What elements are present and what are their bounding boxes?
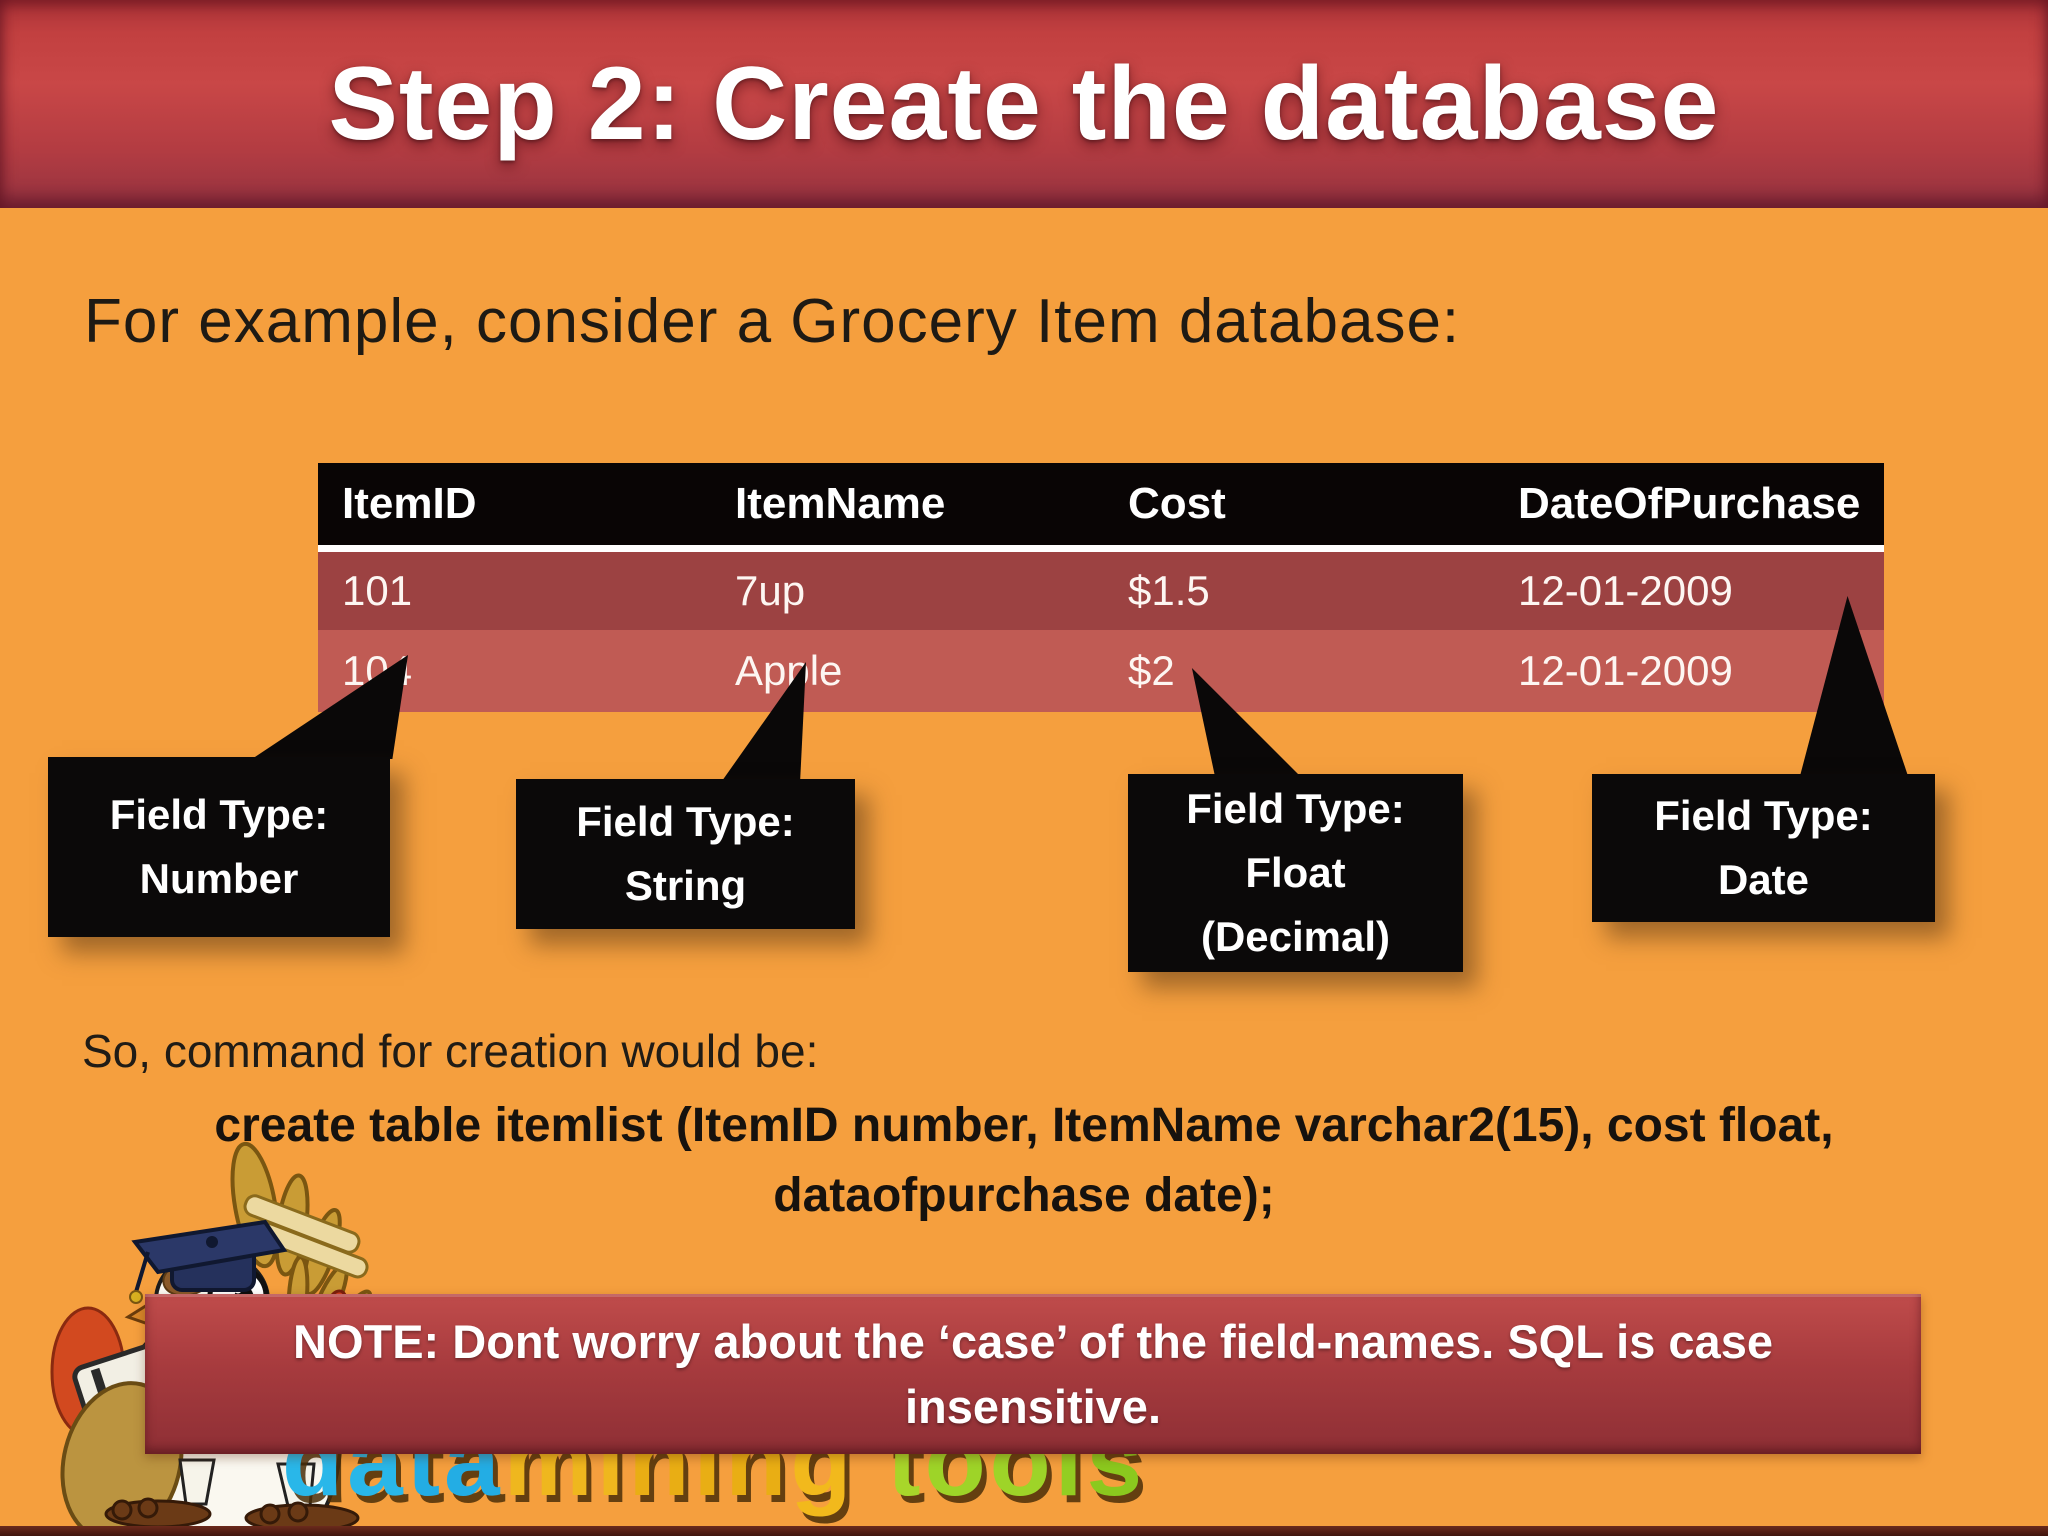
table-cell: 101: [342, 567, 413, 614]
callout-line: Number: [139, 855, 299, 902]
example-heading: For example, consider a Grocery Item dat…: [84, 287, 1461, 356]
table-cell: $2: [1128, 647, 1175, 694]
callout-line: Field Type:: [1186, 785, 1405, 832]
header-cell-dateofpurchase: DateOfPurchase: [1518, 479, 1861, 528]
callout-box-date: Field Type: Date: [1592, 774, 1935, 922]
slide-title: Step 2: Create the database: [328, 45, 1720, 162]
note-banner: NOTE: Dont worry about the ‘case’ of the…: [145, 1294, 1921, 1454]
header-cell-itemname: ItemName: [735, 479, 946, 528]
table-row: 104 Apple $2 12-01-2009: [318, 630, 1884, 712]
wheat-band: [243, 1194, 369, 1279]
callout-line: Field Type:: [1654, 792, 1873, 839]
table-header-row: ItemID ItemName Cost DateOfPurchase: [318, 463, 1884, 545]
bottom-edge-strip: [0, 1526, 2048, 1536]
command-line-1: create table itemlist (ItemID number, It…: [214, 1099, 1834, 1152]
callout-line: Field Type:: [109, 791, 329, 838]
table-cell: $1.5: [1128, 567, 1210, 614]
command-intro: So, command for creation would be:: [82, 1025, 819, 1077]
callout-line: Date: [1717, 856, 1810, 903]
table-row: 101 7up $1.5 12-01-2009: [318, 552, 1884, 630]
title-banner: Step 2: Create the database: [0, 0, 2048, 208]
grocery-table: ItemID ItemName Cost DateOfPurchase 101 …: [318, 463, 1884, 712]
graduation-cap-icon: [129, 1219, 288, 1304]
note-line: insensitive.: [905, 1380, 1161, 1433]
callout-box-number: Field Type: Number: [48, 757, 390, 937]
note-line: NOTE: Dont worry about the ‘case’ of the…: [293, 1315, 1773, 1368]
table-header-divider: [318, 545, 1884, 552]
table-cell: 12-01-2009: [1518, 647, 1733, 694]
callout-box-string: Field Type: String: [516, 779, 855, 929]
callout-box-float: Field Type: Float (Decimal): [1128, 774, 1463, 972]
header-cell-itemid: ItemID: [342, 479, 477, 528]
callout-line: Float: [1245, 849, 1346, 896]
header-cell-cost: Cost: [1128, 479, 1226, 528]
bird-legs: [178, 1458, 316, 1508]
bird-feet: [104, 1497, 360, 1533]
table-cell: 7up: [735, 567, 806, 614]
table-cell: Apple: [735, 647, 843, 694]
callout-line: String: [624, 862, 747, 909]
command-line-2: dataofpurchase date);: [773, 1169, 1275, 1222]
table-cell: 12-01-2009: [1518, 567, 1733, 614]
callout-line: (Decimal): [1200, 913, 1391, 960]
callout-line: Field Type:: [576, 798, 795, 845]
